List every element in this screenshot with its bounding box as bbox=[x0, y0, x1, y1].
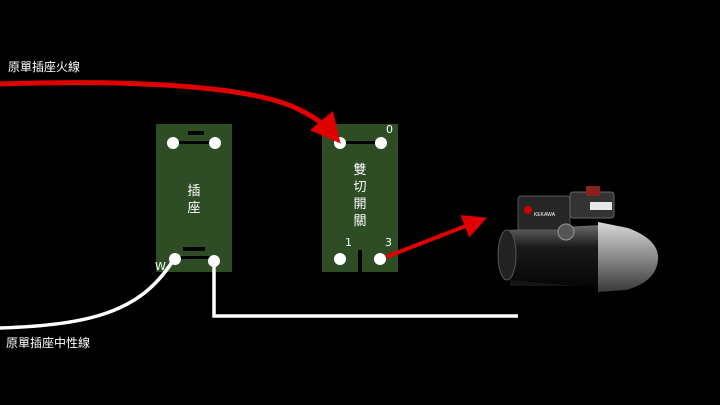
switch-terminal-1 bbox=[334, 253, 346, 265]
switch-label-char-2: 切 bbox=[353, 180, 367, 195]
switch-label-char-1: 雙 bbox=[353, 163, 367, 178]
switch-label: 雙 切 開 關 bbox=[350, 162, 370, 230]
switch-terminal-3 bbox=[374, 253, 386, 265]
socket-terminal-top-left bbox=[167, 137, 179, 149]
pump-motor-cap bbox=[497, 229, 517, 281]
neutral-wire-label: 原單插座中性線 bbox=[6, 336, 91, 350]
live-wire-label: 原單插座火線 bbox=[8, 60, 81, 74]
switch-top-bar bbox=[340, 141, 382, 144]
socket-terminal-n bbox=[208, 255, 220, 267]
pump-housing bbox=[598, 222, 659, 292]
socket-terminal-w-label: W bbox=[155, 260, 166, 273]
switch-board bbox=[322, 124, 398, 272]
neutral-wire-in bbox=[0, 261, 174, 330]
socket-label-char-1: 插 bbox=[187, 184, 201, 199]
socket-top-slot bbox=[188, 131, 204, 135]
pump-image: KEKAWA bbox=[497, 186, 659, 292]
switch-label-char-4: 關 bbox=[353, 214, 367, 229]
switch-bottom-slot bbox=[358, 250, 362, 272]
pump-label-plate bbox=[590, 202, 612, 210]
neutral-wire-to-pump bbox=[212, 263, 518, 318]
pump-brand-text: KEKAWA bbox=[534, 212, 556, 218]
pump-outlet bbox=[557, 223, 575, 241]
socket-label: 插 座 bbox=[184, 183, 204, 217]
pump-gauge bbox=[586, 186, 600, 196]
socket-label-char-2: 座 bbox=[187, 201, 201, 216]
live-wire-to-pump bbox=[385, 215, 488, 259]
pump-motor bbox=[501, 225, 600, 288]
switch-terminal-common bbox=[334, 137, 346, 149]
switch-terminal-3-label: 3 bbox=[385, 236, 392, 249]
socket-terminal-top-right bbox=[209, 137, 221, 149]
switch-terminal-1-label: 1 bbox=[345, 236, 352, 249]
switch-terminal-0-label: 0 bbox=[386, 123, 393, 136]
socket-bottom-slot bbox=[183, 247, 205, 251]
socket-bottom-bar bbox=[174, 256, 216, 259]
pump-red-logo bbox=[524, 206, 532, 214]
switch-label-char-3: 開 bbox=[353, 197, 367, 212]
live-wire-in bbox=[0, 80, 341, 144]
switch-terminal-0 bbox=[375, 137, 387, 149]
socket-top-bar bbox=[174, 141, 216, 144]
